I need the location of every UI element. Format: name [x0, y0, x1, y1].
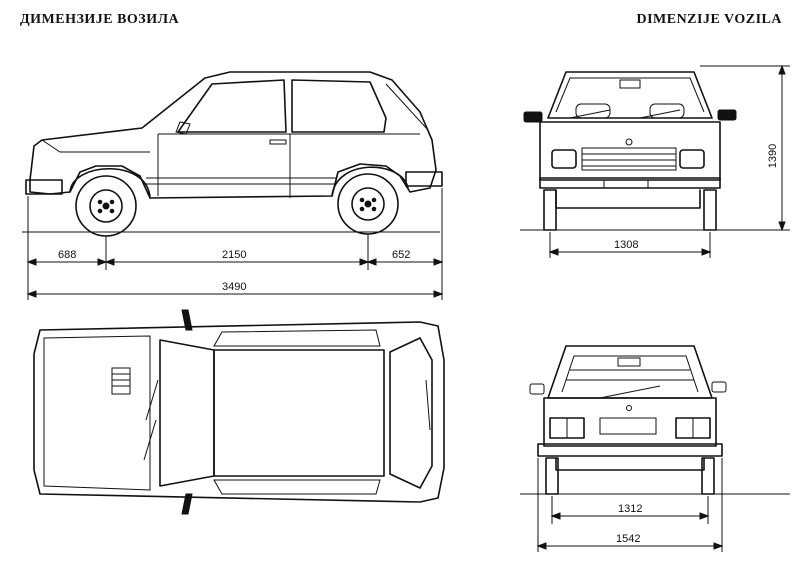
front-view: 1390 1308 [520, 64, 790, 258]
dim-rear-overhang: 652 [392, 249, 410, 261]
side-view: 688 2150 652 3490 [22, 71, 444, 300]
dim-wheelbase: 2150 [222, 249, 246, 261]
dim-overall-length: 3490 [222, 281, 246, 293]
front-wheel [75, 175, 137, 237]
rear-wheel [337, 173, 399, 235]
title-cyrillic: ДИМЕНЗИЈЕ ВОЗИЛА [20, 12, 180, 27]
dim-rear-track: 1312 [618, 503, 642, 515]
dim-height: 1390 [767, 144, 779, 168]
top-view [33, 309, 445, 515]
title-latin: DIMENZIJE VOZILA [636, 12, 782, 27]
dim-front-track: 1308 [614, 239, 638, 251]
rear-view: 1312 1542 [520, 345, 790, 552]
dim-overall-width: 1542 [616, 533, 640, 545]
dim-front-overhang: 688 [58, 249, 76, 261]
